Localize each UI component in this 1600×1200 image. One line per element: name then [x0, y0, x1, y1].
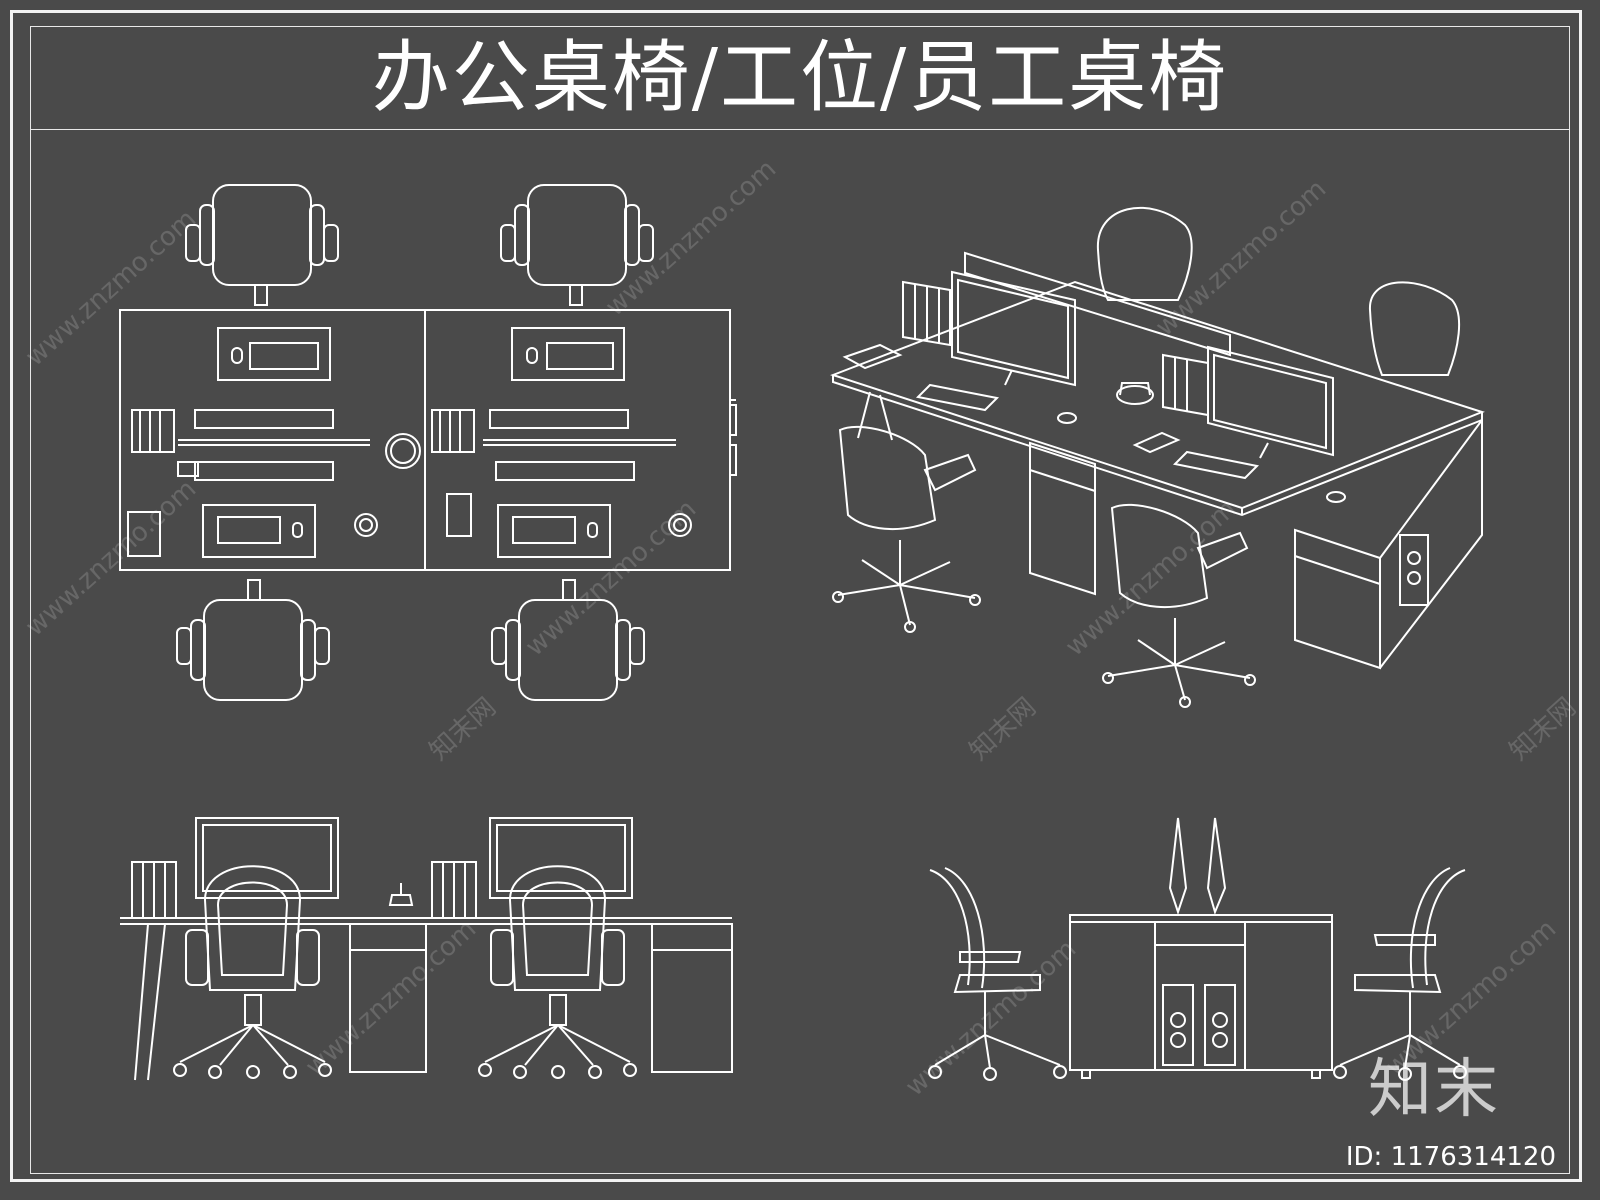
keyboard-mat-lower-left	[202, 504, 316, 558]
front-monitor-left	[195, 817, 339, 899]
front-pedestal-left	[349, 923, 427, 1073]
front-desk-leg	[134, 923, 149, 1081]
notebook-plan	[127, 511, 161, 557]
iso-pedestal-right	[1294, 528, 1381, 670]
front-chair-left	[173, 865, 332, 1079]
side-monitor-right	[1206, 817, 1227, 915]
iso-monitor-2	[1207, 345, 1334, 457]
iso-plant	[1116, 385, 1154, 405]
chair-plan-bottom-right	[491, 579, 645, 701]
title-bar: 办公桌椅/工位/员工桌椅	[30, 26, 1570, 130]
side-pc-right	[1204, 984, 1236, 1066]
outer-border	[10, 10, 1582, 1182]
image-id: ID: 1176314120	[1345, 1142, 1556, 1172]
brand-logo: 知末	[1368, 1053, 1500, 1127]
front-elevation-view	[120, 817, 733, 1081]
front-monitor-right	[489, 817, 633, 899]
cup-plan-left	[354, 513, 378, 537]
side-desk-body	[1069, 914, 1333, 1071]
side-pc-left	[1162, 984, 1194, 1066]
iso-books-2	[1162, 353, 1209, 417]
monitor-upper-left	[194, 409, 334, 429]
side-chair-right	[1333, 867, 1467, 1081]
books-left	[131, 409, 175, 453]
side-elevation-view	[928, 817, 1467, 1081]
iso-chair-back-1	[1096, 206, 1193, 301]
plant-pot-plan	[385, 433, 421, 469]
iso-monitor-1	[951, 270, 1076, 387]
mouse-upper-left	[231, 347, 243, 364]
sheet-title: 办公桌椅/工位/员工桌椅	[371, 32, 1229, 123]
front-chair-right	[478, 865, 637, 1079]
iso-books-1	[902, 280, 951, 347]
isometric-view	[830, 206, 1485, 708]
side-chair-left	[928, 867, 1067, 1081]
iso-keyboard-1	[915, 383, 1000, 412]
iso-chair-front-2	[1102, 503, 1256, 708]
chair-plan-top-right	[500, 184, 654, 306]
cup-plan-right	[668, 513, 692, 537]
chair-plan-top-left	[185, 184, 339, 306]
books-right	[431, 409, 475, 453]
keyboard-upper-left	[249, 342, 319, 370]
front-pedestal-right	[651, 923, 733, 1073]
chair-plan-bottom-left	[176, 579, 330, 701]
monitor-lower-left	[194, 461, 334, 481]
iso-pedestal-left	[1029, 441, 1096, 596]
iso-chair-front-1	[832, 425, 981, 633]
top-plan-view	[119, 184, 737, 701]
inner-border	[30, 26, 1570, 1174]
iso-keyboard-2	[1172, 450, 1260, 480]
iso-pc-tower	[1399, 534, 1429, 606]
keyboard-mat-upper-left	[217, 327, 331, 381]
iso-divider	[964, 251, 1231, 357]
side-monitor-left	[1168, 817, 1188, 916]
iso-chair-back-2	[1368, 281, 1461, 376]
